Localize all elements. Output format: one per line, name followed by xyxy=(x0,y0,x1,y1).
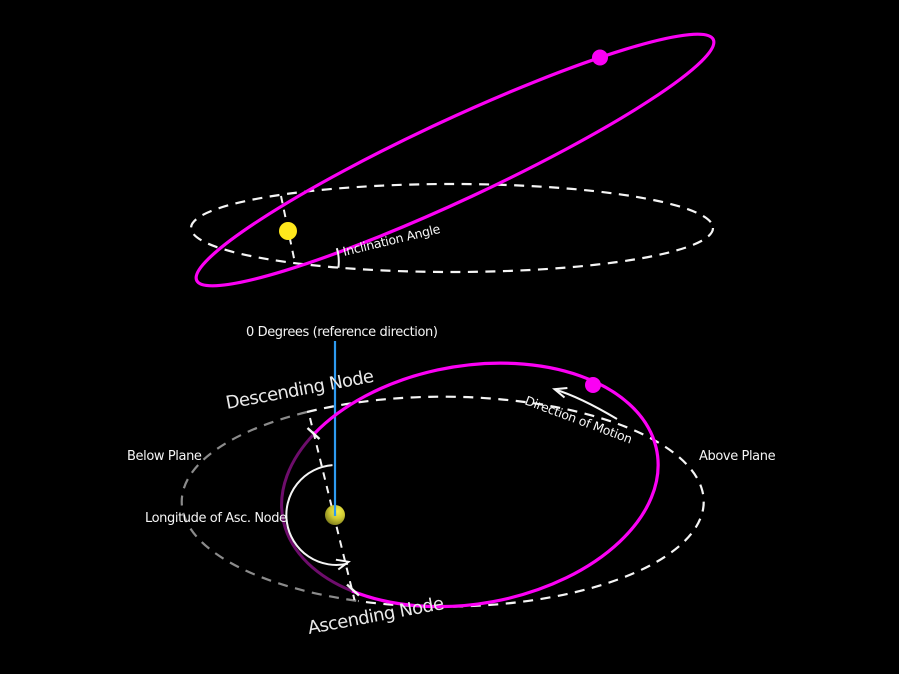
reference-direction-label: 0 Degrees (reference direction) xyxy=(246,325,438,340)
descending-node-label: Descending Node xyxy=(224,366,375,414)
longitude-angle-arc xyxy=(285,464,349,566)
line-of-nodes xyxy=(309,417,356,601)
orbiting-body-bottom xyxy=(585,377,601,393)
orbit-above-plane-arc xyxy=(313,361,660,609)
direction-of-motion-arrow xyxy=(554,388,618,420)
reference-plane-ellipse-top xyxy=(189,182,715,274)
descending-node-tick xyxy=(306,427,321,440)
central-body-top xyxy=(279,222,297,240)
inclination-angle-arc xyxy=(335,247,340,268)
inclined-orbit-ellipse xyxy=(194,32,716,288)
direction-of-motion-arrowhead xyxy=(552,387,568,399)
reference-plane-ellipse-front xyxy=(306,395,705,608)
below-plane-label: Below Plane xyxy=(127,449,202,464)
ascending-node-diagram: 0 Degrees (reference direction) Descendi… xyxy=(127,325,776,639)
direction-of-motion-label: Direction of Motion xyxy=(523,393,634,447)
orbit-below-plane-arc xyxy=(280,432,353,593)
longitude-arc-arrowhead xyxy=(335,558,351,571)
above-plane-label: Above Plane xyxy=(699,449,776,464)
longitude-of-asc-node-label: Longitude of Asc. Node xyxy=(145,511,287,526)
orbiting-body-top xyxy=(592,49,608,66)
reference-plane-ellipse-back xyxy=(180,410,359,603)
inclination-angle-label: Inclination Angle xyxy=(341,221,442,259)
inclination-diagram: Inclination Angle xyxy=(189,32,716,288)
ascending-node-tick xyxy=(346,583,360,597)
